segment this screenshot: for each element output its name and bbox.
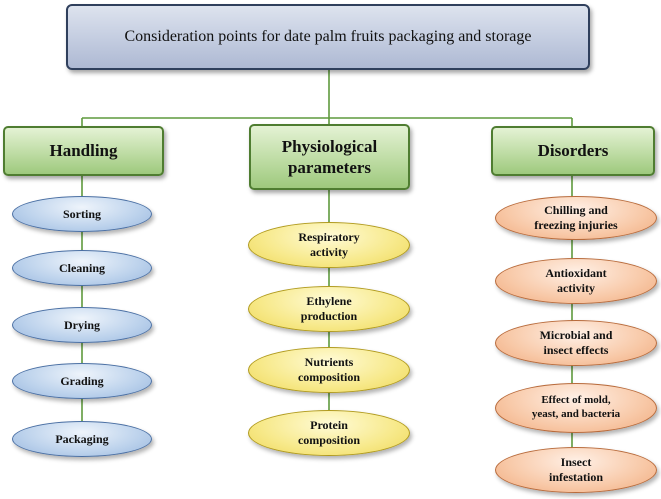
heading-physiological-line-2: parameters <box>287 158 372 177</box>
physiological-item-nutrients-composition: Nutrients composition <box>248 347 410 393</box>
handling-item-label: Cleaning <box>58 260 105 275</box>
disorders-item-insect-infestation: Insect infestation <box>495 447 657 493</box>
disorders-item-antioxidant-activity: Antioxidant activity <box>495 258 657 304</box>
disorders-item-line: Microbial and <box>539 328 613 342</box>
disorders-item-line: Insect <box>560 455 592 469</box>
physiological-item-line: activity <box>310 245 348 259</box>
heading-handling: Handling <box>3 126 164 176</box>
disorders-item-line: insect effects <box>543 343 609 357</box>
heading-disorders-label: Disorders <box>537 141 609 161</box>
handling-item-drying: Drying <box>12 307 152 343</box>
heading-disorders: Disorders <box>491 126 655 176</box>
physiological-item-line: Protein <box>310 418 348 432</box>
physiological-item-line: production <box>300 309 358 323</box>
handling-item-label: Drying <box>64 317 100 332</box>
disorders-item-microbial-insect-effects: Microbial and insect effects <box>495 320 657 366</box>
handling-item-label: Sorting <box>62 206 101 221</box>
handling-item-label: Packaging <box>55 431 109 446</box>
heading-handling-label: Handling <box>49 141 118 161</box>
heading-physiological-line-1: Physiological <box>281 136 378 156</box>
disorders-item-line: Chilling and <box>544 203 608 217</box>
handling-item-grading: Grading <box>12 363 152 399</box>
disorders-item-mold-yeast-bacteria: Effect of mold, yeast, and bacteria <box>495 383 657 433</box>
physiological-item-respiratory-activity: Respiratory activity <box>248 222 410 268</box>
root-label: Consideration points for date palm fruit… <box>124 28 532 45</box>
disorders-item-line: Effect of mold, <box>541 394 611 407</box>
disorders-item-line: freezing injuries <box>534 218 618 232</box>
handling-item-sorting: Sorting <box>12 196 152 232</box>
disorders-item-line: infestation <box>549 470 603 484</box>
physiological-item-protein-composition: Protein composition <box>248 410 410 456</box>
heading-physiological-parameters: Physiological parameters <box>249 124 410 190</box>
disorders-item-line: Antioxidant <box>545 266 607 280</box>
handling-item-packaging: Packaging <box>12 421 152 457</box>
physiological-item-line: Ethylene <box>306 294 352 308</box>
physiological-item-ethylene-production: Ethylene production <box>248 286 410 332</box>
disorders-item-chilling-freezing-injuries: Chilling and freezing injuries <box>495 196 657 240</box>
physiological-item-line: Nutrients <box>304 355 354 369</box>
handling-item-label: Grading <box>60 373 104 388</box>
disorders-item-line: activity <box>557 281 595 295</box>
root-node: Consideration points for date palm fruit… <box>66 4 590 70</box>
physiological-item-line: Respiratory <box>298 230 360 244</box>
physiological-item-line: composition <box>297 370 360 384</box>
handling-item-cleaning: Cleaning <box>12 250 152 286</box>
disorders-item-line: yeast, and bacteria <box>531 408 621 420</box>
physiological-item-line: composition <box>297 433 360 447</box>
